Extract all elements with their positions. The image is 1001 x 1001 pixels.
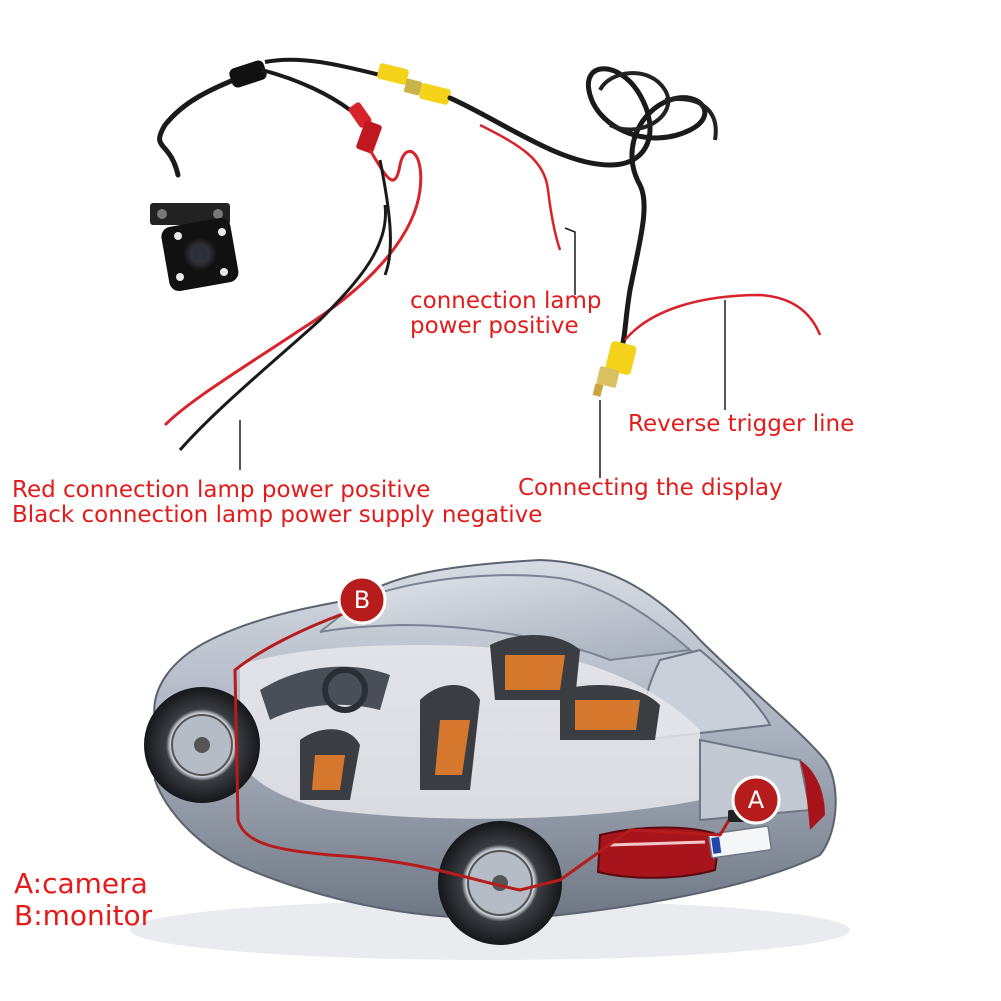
pointer-lamp-positive xyxy=(564,227,576,295)
car-cutaway-illustration xyxy=(130,558,850,960)
rear-wheel xyxy=(438,821,562,945)
legend-camera: A:camera xyxy=(14,867,148,900)
marker-b-label: B xyxy=(353,586,371,614)
marker-a-label: A xyxy=(747,786,765,814)
marker-b-circle xyxy=(337,575,387,625)
backup-camera-illustration xyxy=(150,203,239,292)
label-black-lamp-negative: Black connection lamp power supply negat… xyxy=(12,502,543,528)
legend-monitor: B:monitor xyxy=(14,899,153,932)
label-connecting-display: Connecting the display xyxy=(518,475,783,501)
camera-wiring xyxy=(150,57,822,478)
label-red-lamp-positive: Red connection lamp power positive xyxy=(12,477,431,503)
label-reverse-trigger: Reverse trigger line xyxy=(628,411,855,437)
front-wheel xyxy=(144,687,260,803)
camera-cable-route xyxy=(233,603,737,892)
marker-a-circle xyxy=(731,775,781,825)
label-lamp-positive-line1: connection lamp xyxy=(410,288,602,314)
label-lamp-positive-line2: power positive xyxy=(410,313,579,339)
